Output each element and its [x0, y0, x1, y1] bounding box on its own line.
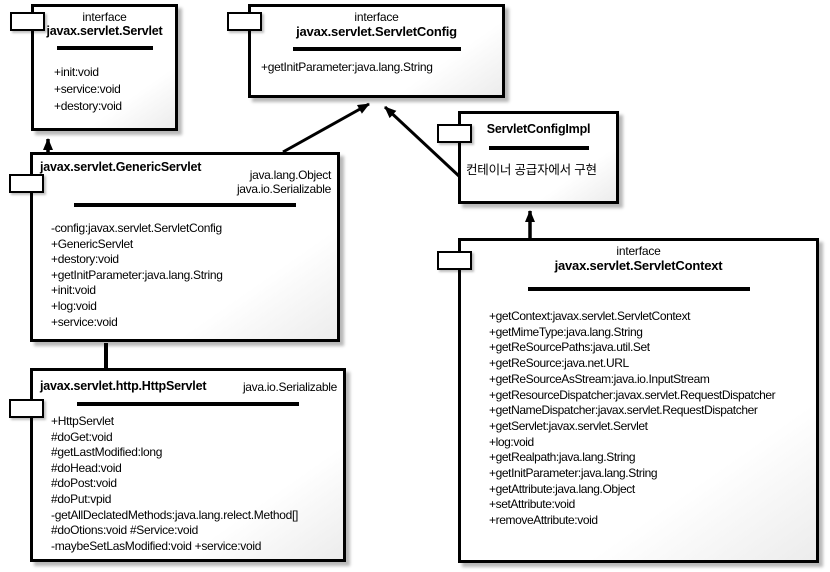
member-list: -config:javax.servlet.ServletConfig +Gen…: [33, 207, 337, 330]
member: +getReSourcePaths:java.util.Set: [489, 340, 650, 355]
supertype: java.lang.Object: [249, 168, 332, 182]
member: +destory:void: [51, 252, 119, 267]
member: #doPut:vpid: [51, 491, 112, 506]
class-box-generic-servlet[interactable]: javax.servlet.GenericServlet java.lang.O…: [9, 152, 340, 342]
member: +getReSourceAsStream:java.io.InputStream: [489, 371, 710, 386]
member: #getLastModified:long: [51, 445, 163, 460]
member: +getRealpath:java.lang.String: [489, 450, 636, 465]
arrow-generic-servlet-to-servlet-config[interactable]: [282, 102, 370, 154]
member: +GenericServlet: [51, 236, 133, 251]
class-name: javax.servlet.Servlet: [46, 24, 163, 38]
member: +getResourceDispatcher:javax.servlet.Req…: [489, 387, 776, 402]
member: #doGet:void: [51, 429, 113, 444]
member: +getNameDispatcher:javax.servlet.Request…: [489, 403, 758, 418]
member: +getInitParameter:java.lang.String: [51, 267, 223, 282]
member: +destory:void: [54, 99, 122, 113]
class-header: javax.servlet.http.HttpServlet java.io.S…: [33, 371, 343, 394]
separator-bar: [74, 203, 296, 207]
member-list: +getContext:javax.servlet.ServletContext…: [461, 291, 816, 529]
class-name: javax.servlet.ServletContext: [554, 258, 723, 273]
shape-tab[interactable]: [227, 12, 262, 31]
member: #doOtions:void #Service:void: [51, 523, 199, 538]
class-box-http-servlet[interactable]: javax.servlet.http.HttpServlet java.io.S…: [9, 368, 346, 562]
member: +removeAttribute:void: [489, 513, 598, 528]
member: +log:void: [51, 298, 97, 313]
member-list: +HttpServlet #doGet:void #getLastModifie…: [33, 406, 343, 554]
stereotype-label: interface: [354, 10, 399, 24]
member: -getAllDeclatedMethods:java.lang.relect.…: [51, 507, 299, 522]
class-box-servlet-context[interactable]: interface javax.servlet.ServletContext +…: [437, 238, 819, 563]
shape-tab[interactable]: [9, 399, 44, 418]
member: +log:void: [489, 434, 534, 449]
supertype-labels: java.lang.Object java.io.Serializable: [237, 168, 331, 196]
member: +service:void: [54, 82, 121, 96]
class-name: javax.servlet.http.HttpServlet: [40, 379, 207, 393]
member: #doHead:void: [51, 460, 122, 475]
separator-bar: [292, 47, 461, 51]
member-list: +init:void +service:void +destory:void: [34, 50, 175, 115]
member: +getServlet:javax.servlet.Servlet: [489, 418, 648, 433]
class-box-servlet-config-impl[interactable]: ServletConfigImpl 컨테이너 공급자에서 구현: [437, 111, 619, 204]
member: +init:void: [54, 65, 99, 79]
member: #doPost:void: [51, 476, 117, 491]
member: -config:javax.servlet.ServletConfig: [51, 221, 222, 235]
member: +HttpServlet: [51, 414, 114, 428]
stereotype-label: interface: [616, 244, 661, 258]
separator-bar: [488, 146, 589, 150]
separator-bar: [56, 46, 153, 50]
member: +service:void: [51, 314, 118, 329]
class-box-servlet[interactable]: interface javax.servlet.Servlet +init:vo…: [10, 4, 178, 131]
shape-tab[interactable]: [10, 12, 45, 31]
member: -maybeSetLasModified:void +service:void: [51, 538, 262, 553]
member: +getReSource:java.net.URL: [489, 356, 629, 371]
class-name: javax.servlet.ServletConfig: [296, 24, 457, 39]
class-name: javax.servlet.GenericServlet: [40, 160, 202, 174]
member: +setAttribute:void: [489, 497, 575, 512]
shape-tab[interactable]: [9, 174, 44, 193]
class-box-servlet-config[interactable]: interface javax.servlet.ServletConfig +g…: [227, 4, 505, 98]
supertype: java.io.Serializable: [236, 182, 331, 196]
member: +getInitParameter:java.lang.String: [261, 60, 433, 74]
stereotype-label: interface: [82, 10, 127, 24]
member: +getMimeType:java.lang.String: [489, 324, 643, 339]
member: +getAttribute:java.lang.Object: [489, 481, 635, 496]
implementation-note: 컨테이너 공급자에서 구현: [466, 163, 597, 177]
supertype: java.io.Serializable: [242, 380, 337, 394]
shape-tab[interactable]: [437, 124, 472, 143]
class-header: javax.servlet.GenericServlet java.lang.O…: [33, 155, 337, 196]
shape-tab[interactable]: [437, 251, 472, 270]
separator-bar: [527, 287, 750, 291]
separator-bar: [77, 402, 299, 406]
class-name: ServletConfigImpl: [486, 122, 591, 136]
member: +init:void: [51, 283, 96, 298]
member: +getContext:javax.servlet.ServletContext: [489, 309, 691, 323]
member-list: +getInitParameter:java.lang.String: [251, 51, 502, 75]
member: +getInitParameter:java.lang.String: [489, 466, 658, 481]
